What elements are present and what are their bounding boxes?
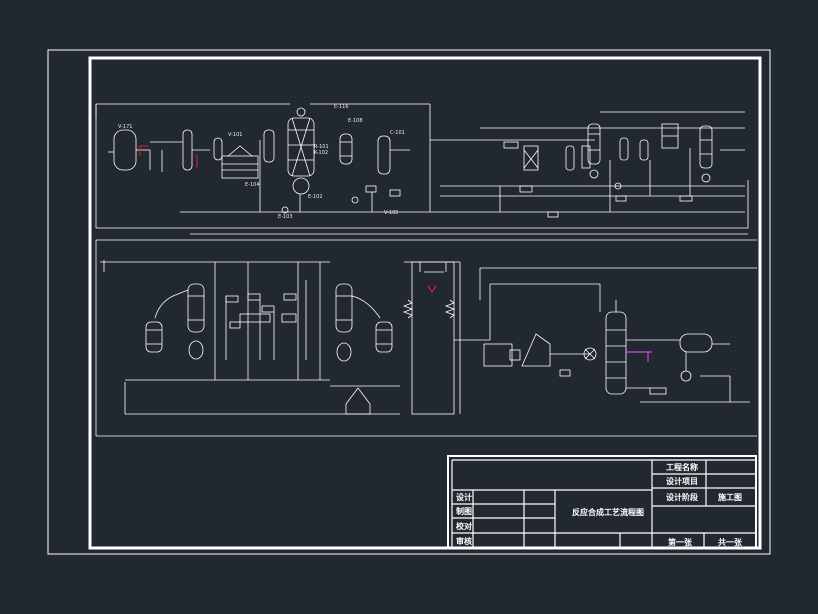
tag-e103: E-103 xyxy=(278,214,293,220)
project-name-label: 工程名称 xyxy=(666,462,698,472)
design-stage-label: 设计阶段 xyxy=(666,492,698,502)
title-block xyxy=(447,455,757,549)
highlight-lines-bottom xyxy=(427,285,652,362)
row-check: 校对 xyxy=(456,521,472,531)
tag-v171: V-171 xyxy=(118,124,132,130)
tag-e104: E-104 xyxy=(245,182,260,188)
sheet-total: 共一张 xyxy=(718,537,743,547)
design-item-label: 设计项目 xyxy=(666,476,698,486)
row-design: 设计 xyxy=(456,492,472,502)
drawing-title: 反应合成工艺流程图 xyxy=(572,507,644,517)
tag-r101: R-101 xyxy=(314,144,329,150)
sheet-number: 第一张 xyxy=(668,537,693,547)
row-draw: 制图 xyxy=(456,506,472,516)
design-stage-value: 施工图 xyxy=(718,492,742,502)
tag-v101: V-101 xyxy=(228,132,242,138)
row-review: 审核 xyxy=(456,536,472,546)
process-bottom xyxy=(95,239,757,437)
tag-e102: E-102 xyxy=(308,194,323,200)
tag-v105: V-105 xyxy=(384,210,398,216)
tag-k102: K-102 xyxy=(314,150,328,156)
highlight-lines-top xyxy=(139,145,198,168)
outer-border xyxy=(47,49,771,555)
inner-border xyxy=(88,56,762,550)
tag-e108: E-108 xyxy=(348,118,363,124)
tag-c101: C-101 xyxy=(390,130,405,136)
tag-e116: E-116 xyxy=(334,104,349,110)
process-top xyxy=(95,103,749,235)
